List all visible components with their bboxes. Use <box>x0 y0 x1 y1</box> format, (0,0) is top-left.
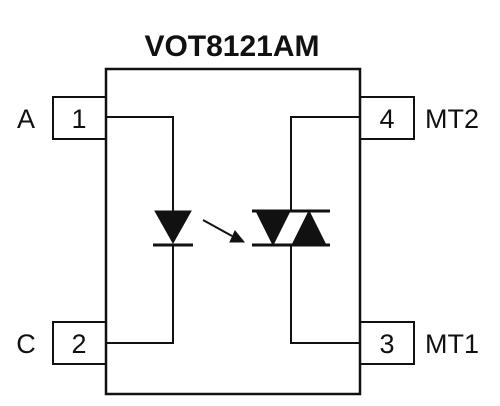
arrow-shaft <box>202 219 233 237</box>
pin-2-label: C <box>16 329 36 359</box>
pin-3-number: 3 <box>379 329 394 359</box>
triac-down-triangle <box>255 210 291 247</box>
pin-1-number: 1 <box>71 104 86 134</box>
mt2-wire <box>290 116 360 211</box>
part-number-title: VOT8121AM <box>144 30 319 63</box>
led-triangle <box>154 210 192 245</box>
mt1-wire <box>290 245 360 344</box>
pin-3-label: MT1 <box>425 329 479 359</box>
package-body <box>104 67 362 396</box>
anode-wire <box>106 116 174 211</box>
pin-2: 2 <box>52 321 107 365</box>
pin-1-label: A <box>17 104 35 134</box>
triac-symbol <box>252 209 330 247</box>
cathode-wire <box>106 245 174 344</box>
pin-3: 3 <box>359 321 415 365</box>
pin-4-label: MT2 <box>425 104 479 134</box>
pin-2-number: 2 <box>71 329 86 359</box>
led-diode-symbol <box>153 210 193 247</box>
triac-up-triangle <box>291 209 327 246</box>
pin-4: 4 <box>359 96 415 140</box>
arrow-head <box>229 230 246 243</box>
light-emission-arrow <box>202 219 246 243</box>
pin-1: 1 <box>52 96 107 140</box>
pin-4-number: 4 <box>379 104 394 134</box>
